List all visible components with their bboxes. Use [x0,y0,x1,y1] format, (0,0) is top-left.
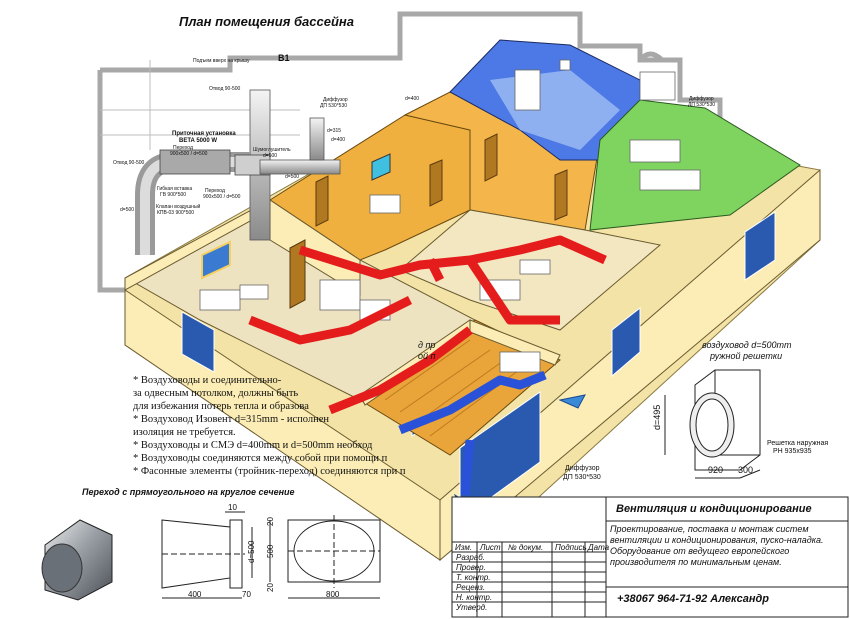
stamp-title: Вентиляция и кондиционирование [616,503,812,515]
blue-exhaust-ducts [398,370,547,496]
label-d400: d=400 [331,137,346,143]
callout-outer-grille: ружной решетки [710,351,783,361]
external-grille-drawing [664,369,761,479]
label-adapter2: Переход [205,188,225,194]
stamp: Вентиляция и кондиционирование Проектиро… [452,497,848,617]
stamp-row-recenz: Реценз. [456,583,486,592]
grille-dim-depth: 300 [738,465,754,475]
stamp-phone: +38067 964-71-92 Александр [617,593,770,605]
notes-block: * Воздуховоды и соединительно- за одвесн… [133,374,443,478]
transition-dim-20-bottom: 20 [266,583,275,592]
label-bend-left: Отвод 90-500 [113,160,145,166]
note-line: * Воздуховоды и СМЭ d=400mm и d=500mm не… [133,440,373,451]
stamp-description: Проектирование, поставка и монтаж систем… [610,524,824,567]
label-bend-top: Отвод 90-500 [209,86,241,92]
callout-duct-d500: воздуховод d=500mm [702,340,792,350]
grille-dim-height: d=495 [652,404,662,430]
ventilation-ducts-gray [135,89,341,255]
stamp-row-nkontr: Н. контр. [456,593,493,602]
label-flex-insert-size: ГВ 900*500 [160,192,187,198]
stamp-col-izm: Изм. [455,543,473,552]
note-line: * Воздуховоды и соединительно- [133,375,282,386]
transition-drawing [41,511,381,601]
label-d500-left: d=500 [120,207,135,213]
label-unit-model: BETA 5000 W [179,138,218,144]
red-supply-ducts [248,235,607,415]
stamp-col-doc: № докум. [508,543,544,552]
label-d315: d=315 [327,128,342,134]
label-diffuser-right-size: ДП 530*530 [688,102,715,108]
windows [181,211,776,521]
label-air-valve-size: КПВ-03 900*500 [157,210,195,216]
stamp-col-list: Лист [480,543,501,552]
label-d400-mid: d=400 [405,96,420,102]
stamp-row-tkontr: Т. контр. [456,573,491,582]
transition-dim-d500: d=500 [247,540,256,563]
label-unit-name: Приточная установка [172,131,236,137]
note-line: * Воздуховоды соединяются между собой пр… [133,453,388,464]
grille-label-2: РН 935х935 [773,448,812,455]
furniture [199,59,701,373]
label-silencer-size: d=500 [263,153,278,159]
note-line: изоляция не требуется. [133,427,236,438]
stamp-row-razrab: Разраб. [456,553,485,562]
picture-frame-2 [371,153,391,181]
label-diffuser-right: Диффузор [689,96,714,102]
label-b1: В1 [278,53,290,63]
label-air-valve: Клапан воздушный [156,204,201,210]
label-adapter: Переход [173,145,193,151]
callout-left-fragment-2: ой п [418,351,436,361]
note-line: * Фасонные элементы (тройник-переход) со… [133,466,406,477]
stamp-col-sign: Подпись [555,543,587,552]
note-line: за одвесным потолком, должны быть [133,388,299,399]
note-line: для избежания потерь тепла и образова [133,401,309,412]
note-line: * Воздуховод Изовент d=315mm - исполнен [133,414,330,425]
plan-title: План помещения бассейна [179,14,354,29]
transition-dim-10: 10 [228,503,237,512]
title-block [451,496,849,618]
label-d500-mid: d=500 [285,174,300,180]
label-diffuser-top-size: ДП 530*530 [320,103,347,109]
transition-dim-500: 500 [266,544,275,558]
transition-dim-400: 400 [188,590,202,599]
grille-label-1: Решетка наружная [767,440,829,447]
label-adapter2-dims: 900х500 / d=500 [203,194,241,200]
diffuser-bottom-label-2: ДП 530*530 [563,474,601,481]
diffuser-bottom-label-1: Диффузор [565,465,600,472]
stamp-col-date: Дата [588,543,610,552]
transition-dim-800: 800 [326,590,340,599]
label-silencer: Шумоглушитель [253,147,291,153]
grille-dim-width: 920 [708,465,724,475]
label-adapter-dims: 900х500 / d=500 [170,151,208,157]
transition-dim-70: 70 [242,590,251,599]
label-flex-insert: Гибкая вставка [157,186,193,192]
transition-dim-20-top: 20 [266,517,275,526]
doors [289,133,568,309]
stamp-row-prover: Провер. [456,563,486,572]
picture-frame [201,240,231,280]
label-diffuser-top: Диффузор [323,97,348,103]
callout-left-fragment-1: д пр [418,340,436,350]
label-lift: Подъем вверх на крышу [193,58,250,64]
stamp-row-utverd: Утверд. [456,603,488,612]
transition-heading: Переход с прямоугольного на круглое сече… [82,487,295,497]
